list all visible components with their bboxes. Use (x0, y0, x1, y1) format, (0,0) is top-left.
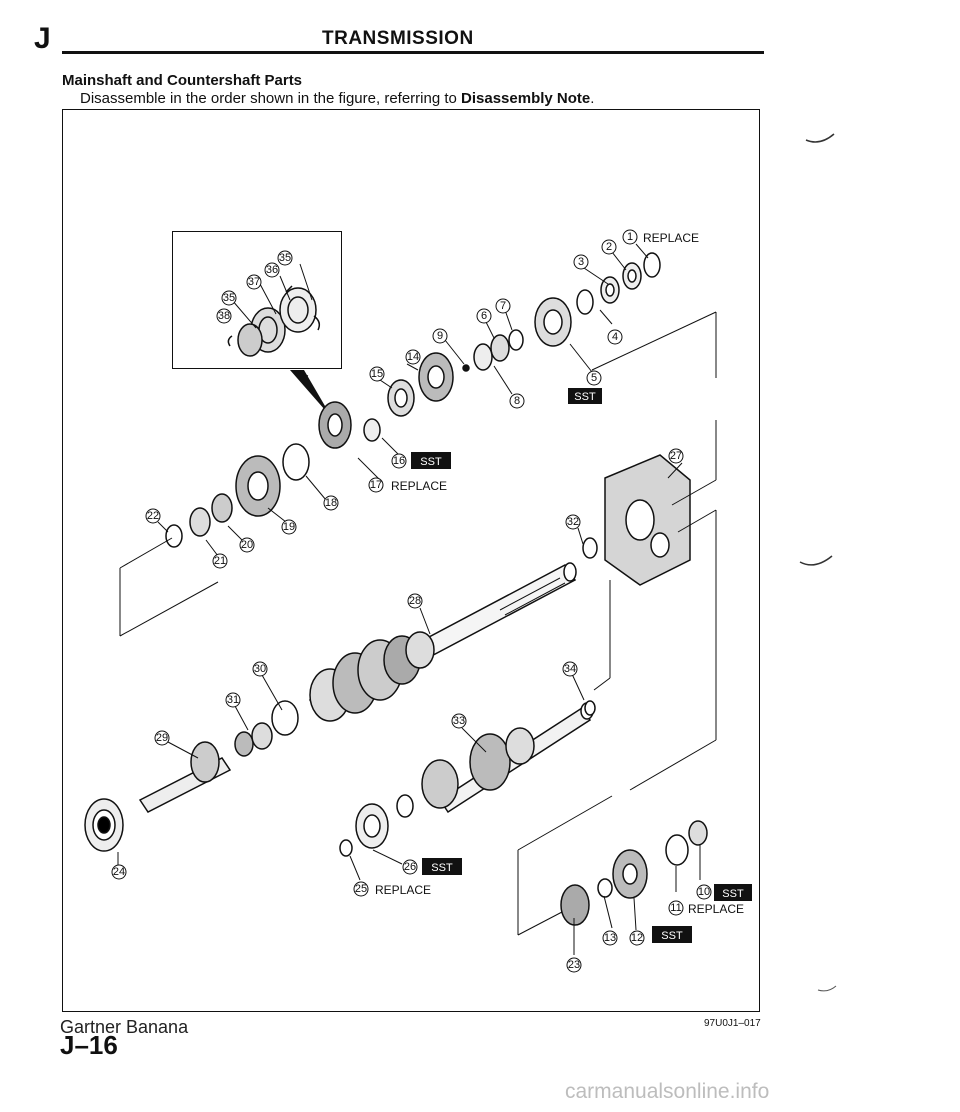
svg-text:28: 28 (409, 595, 421, 607)
figure-code: 97U0J1–017 (704, 1018, 761, 1029)
section-description: Disassemble in the order shown in the fi… (80, 90, 595, 107)
svg-text:2: 2 (606, 241, 612, 253)
svg-text:19: 19 (283, 521, 295, 533)
disassembly-note-ref: Disassembly Note (461, 90, 591, 107)
sst-label: SST (574, 391, 596, 403)
sst-label: SST (420, 456, 442, 468)
svg-text:3: 3 (578, 256, 584, 268)
svg-text:26: 26 (404, 861, 416, 873)
svg-text:18: 18 (325, 497, 337, 509)
sst-label: SST (722, 888, 744, 900)
replace-label: REPLACE (375, 883, 431, 897)
sst-badge (714, 884, 752, 901)
svg-text:8: 8 (514, 395, 520, 407)
section-title: Mainshaft and Countershaft Parts (62, 72, 303, 89)
sst-label: SST (431, 862, 453, 874)
svg-text:21: 21 (214, 555, 226, 567)
svg-text:38: 38 (218, 310, 230, 322)
svg-text:6: 6 (481, 310, 487, 322)
svg-text:33: 33 (453, 715, 465, 727)
watermark: Gartner Banana (60, 1017, 189, 1037)
svg-text:25: 25 (355, 883, 367, 895)
svg-text:29: 29 (156, 732, 168, 744)
svg-text:12: 12 (631, 932, 643, 944)
svg-text:32: 32 (567, 516, 579, 528)
svg-text:14: 14 (407, 351, 419, 363)
svg-text:13: 13 (604, 932, 616, 944)
svg-text:1: 1 (627, 231, 633, 243)
header-rule (62, 51, 764, 54)
figure-frame (62, 109, 760, 1012)
svg-text:27: 27 (670, 450, 682, 462)
svg-text:17: 17 (370, 479, 382, 491)
replace-label: REPLACE (391, 479, 447, 493)
section-letter: J (34, 22, 51, 55)
svg-text:22: 22 (147, 510, 159, 522)
svg-text:31: 31 (227, 694, 239, 706)
svg-text:35: 35 (279, 252, 291, 264)
svg-text:15: 15 (371, 368, 383, 380)
page-title: TRANSMISSION (322, 28, 474, 49)
svg-text:20: 20 (241, 539, 253, 551)
svg-text:10: 10 (698, 886, 710, 898)
svg-text:24: 24 (113, 866, 125, 878)
sst-badge (422, 858, 462, 875)
sst-badge (652, 926, 692, 943)
svg-text:9: 9 (437, 330, 443, 342)
svg-text:4: 4 (612, 331, 618, 343)
sst-label: SST (661, 930, 683, 942)
sst-badge (568, 388, 602, 404)
svg-text:37: 37 (248, 276, 260, 288)
replace-label: REPLACE (643, 231, 699, 245)
svg-text:35: 35 (223, 292, 235, 304)
svg-text:7: 7 (500, 300, 506, 312)
page-number: J–16 (60, 1030, 118, 1060)
svg-text:5: 5 (591, 372, 597, 384)
site-watermark: carmanualsonline.info (565, 1080, 770, 1103)
svg-text:23: 23 (568, 959, 580, 971)
svg-text:16: 16 (393, 455, 405, 467)
inset-box (172, 231, 342, 369)
svg-text:30: 30 (254, 663, 266, 675)
svg-text:34: 34 (564, 663, 576, 675)
svg-text:11: 11 (670, 902, 681, 914)
replace-label: REPLACE (688, 902, 744, 916)
svg-text:36: 36 (266, 264, 278, 276)
sst-badge (411, 452, 451, 469)
